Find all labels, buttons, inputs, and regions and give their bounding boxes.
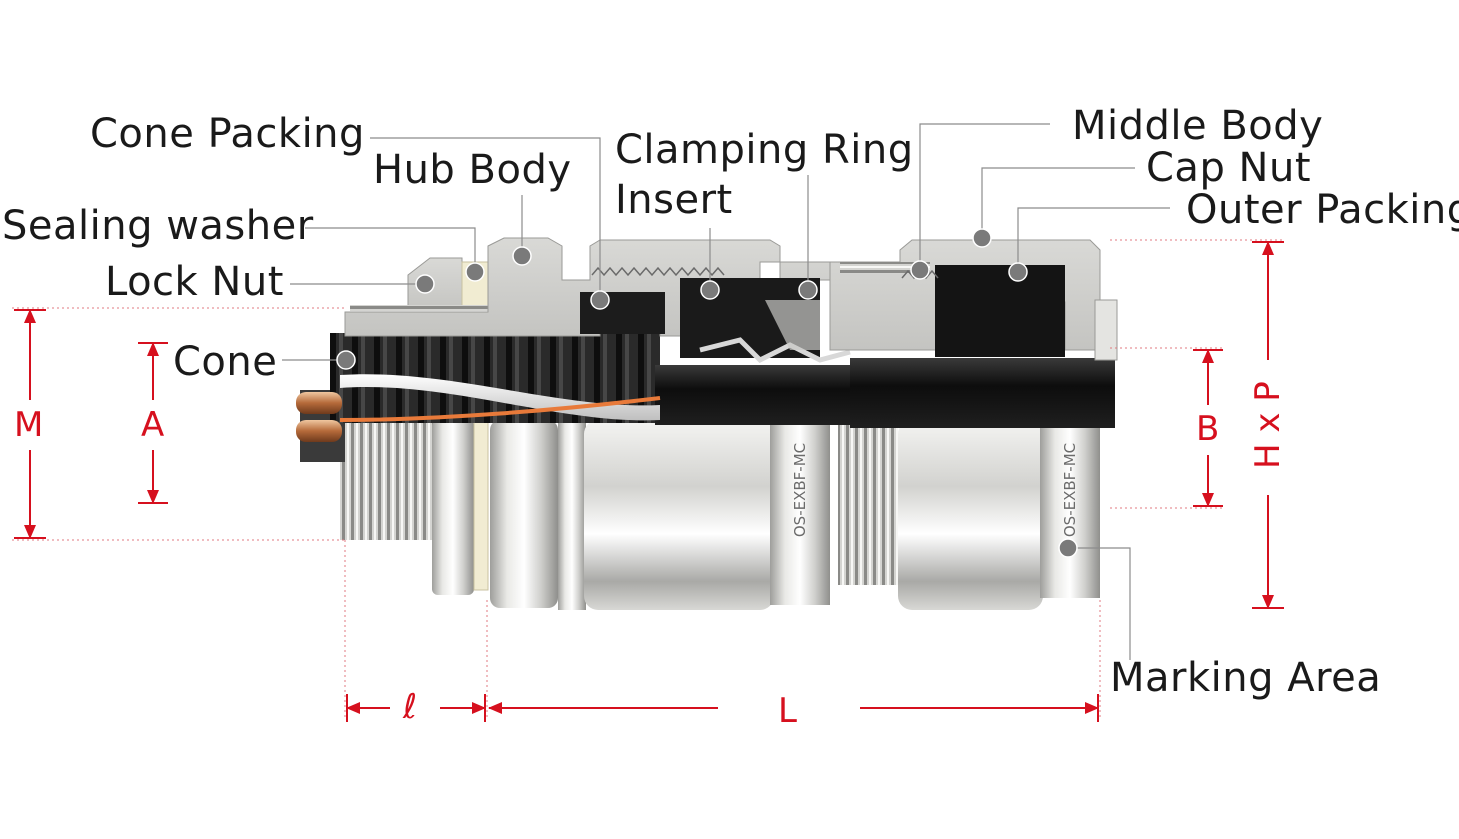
middle-thread xyxy=(838,420,898,585)
dot-marking-area xyxy=(1058,538,1078,558)
leader-cone-packing xyxy=(370,137,601,300)
dot-lock-nut xyxy=(415,274,435,294)
dot-outer-packing xyxy=(1008,262,1028,282)
sealing-washer-exterior xyxy=(473,419,489,591)
dim-label-b: B xyxy=(1196,409,1220,449)
label-insert: Insert xyxy=(615,177,733,223)
label-cap-nut: Cap Nut xyxy=(1146,145,1312,191)
leader-marking-area xyxy=(1068,547,1131,660)
marking-text-1: OS-EXBF-MC xyxy=(791,443,809,537)
leader-cap-nut xyxy=(981,167,1135,238)
dot-hub-body xyxy=(512,246,532,266)
label-cone-packing: Cone Packing xyxy=(90,111,365,157)
label-cone: Cone xyxy=(173,339,278,385)
middle-hex-exterior xyxy=(584,420,774,610)
dot-cone xyxy=(336,350,356,370)
copper-wire-2 xyxy=(296,420,342,442)
label-marking-area: Marking Area xyxy=(1110,655,1382,701)
white-wire xyxy=(340,374,660,421)
dim-label-hxp: H x P xyxy=(1248,381,1288,469)
label-clamping-ring: Clamping Ring xyxy=(615,127,914,173)
leader-outer-packing xyxy=(1017,207,1170,272)
dot-cone-packing xyxy=(590,290,610,310)
leader-middle-body xyxy=(919,123,1050,270)
label-outer-packing: Outer Packing xyxy=(1186,187,1459,233)
lock-nut-exterior xyxy=(432,420,474,595)
outer-packing-section xyxy=(935,265,1065,357)
hub-body-exterior xyxy=(490,420,558,608)
leader-sealing-washer xyxy=(305,227,476,272)
leader-lines xyxy=(282,123,1170,660)
dot-cap-nut xyxy=(972,228,992,248)
copper-wire-1 xyxy=(296,392,342,414)
label-hub-body: Hub Body xyxy=(373,147,572,193)
dot-middle-body xyxy=(910,260,930,280)
dim-label-a: A xyxy=(141,405,165,445)
dimension-lines xyxy=(12,239,1284,722)
dim-label-m: M xyxy=(14,405,44,445)
dot-insert xyxy=(700,280,720,300)
dot-sealing-washer xyxy=(465,262,485,282)
leader-dots xyxy=(336,228,1078,558)
dim-label-l: L xyxy=(778,691,797,731)
dim-label-l-small: ℓ xyxy=(403,687,418,727)
section-view xyxy=(296,237,1118,442)
marking-text-2: OS-EXBF-MC xyxy=(1061,443,1079,537)
dot-clamping-ring xyxy=(798,280,818,300)
label-lock-nut: Lock Nut xyxy=(105,259,284,305)
entry-thread xyxy=(340,420,435,540)
label-sealing-washer: Sealing washer xyxy=(2,203,314,249)
cap-nut-exterior xyxy=(898,420,1043,610)
label-middle-body: Middle Body xyxy=(1072,103,1324,149)
